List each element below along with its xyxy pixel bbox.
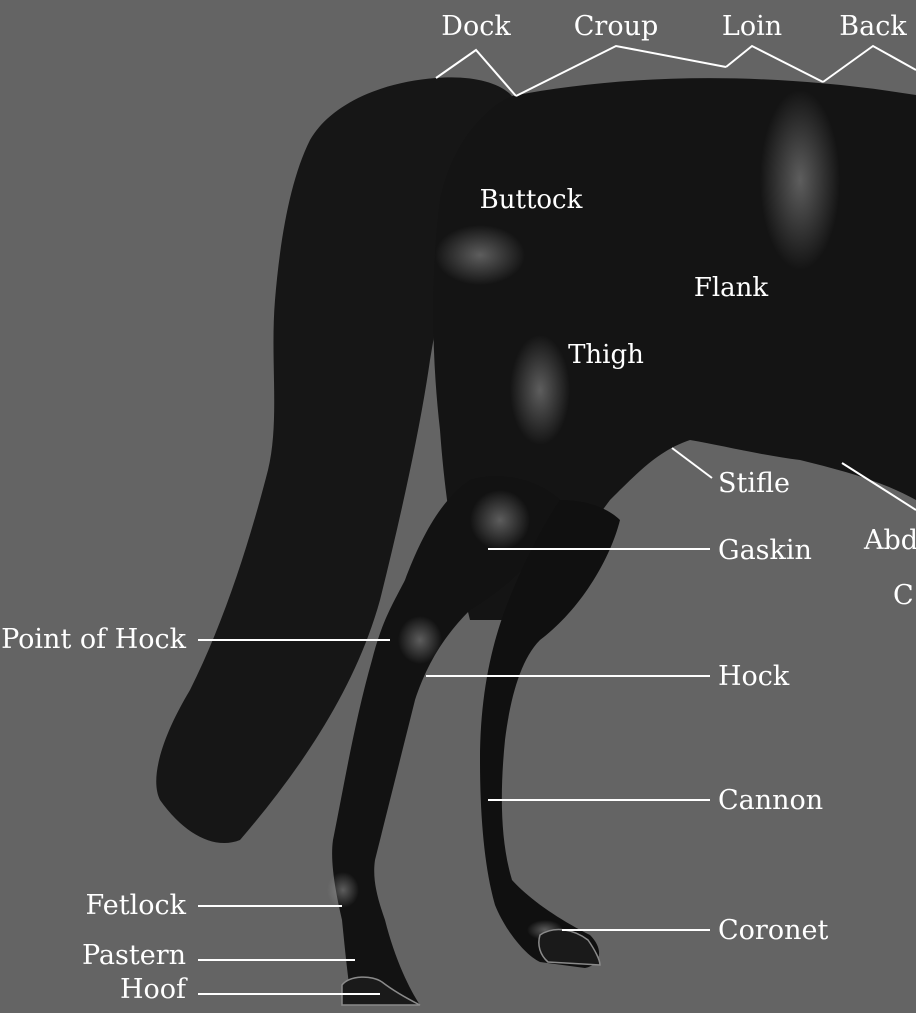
sheen-thigh xyxy=(510,335,570,445)
sheen-flank xyxy=(760,90,840,270)
label-hoof: Hoof xyxy=(120,974,188,1005)
sheen-buttock xyxy=(435,225,525,285)
back-leader xyxy=(823,46,916,82)
label-back: Back xyxy=(839,11,907,42)
sheen-hock xyxy=(398,616,442,664)
label-cannon: Cannon xyxy=(718,785,823,816)
sheen-fetlock xyxy=(327,872,359,908)
loin-leader xyxy=(726,46,823,82)
sheen-gaskin xyxy=(470,490,530,550)
label-croup: Croup xyxy=(574,11,659,42)
label-flank: Flank xyxy=(694,273,769,303)
label-pastern: Pastern xyxy=(82,940,186,971)
label-thigh: Thigh xyxy=(568,340,644,370)
label-dock: Dock xyxy=(441,11,511,42)
label-abdomen: Abd xyxy=(863,525,916,556)
label-coronet: Coronet xyxy=(718,915,828,946)
label-hock: Hock xyxy=(718,661,790,692)
label-stifle: Stifle xyxy=(718,468,790,499)
label-buttock: Buttock xyxy=(480,185,583,215)
stifle-leader xyxy=(672,448,712,478)
label-loin: Loin xyxy=(722,11,782,42)
label-cut-c: C xyxy=(893,580,914,611)
label-fetlock: Fetlock xyxy=(86,890,187,921)
label-point-of-hock: Point of Hock xyxy=(1,624,187,655)
label-gaskin: Gaskin xyxy=(718,535,812,566)
hoof-right-shape xyxy=(539,930,600,965)
